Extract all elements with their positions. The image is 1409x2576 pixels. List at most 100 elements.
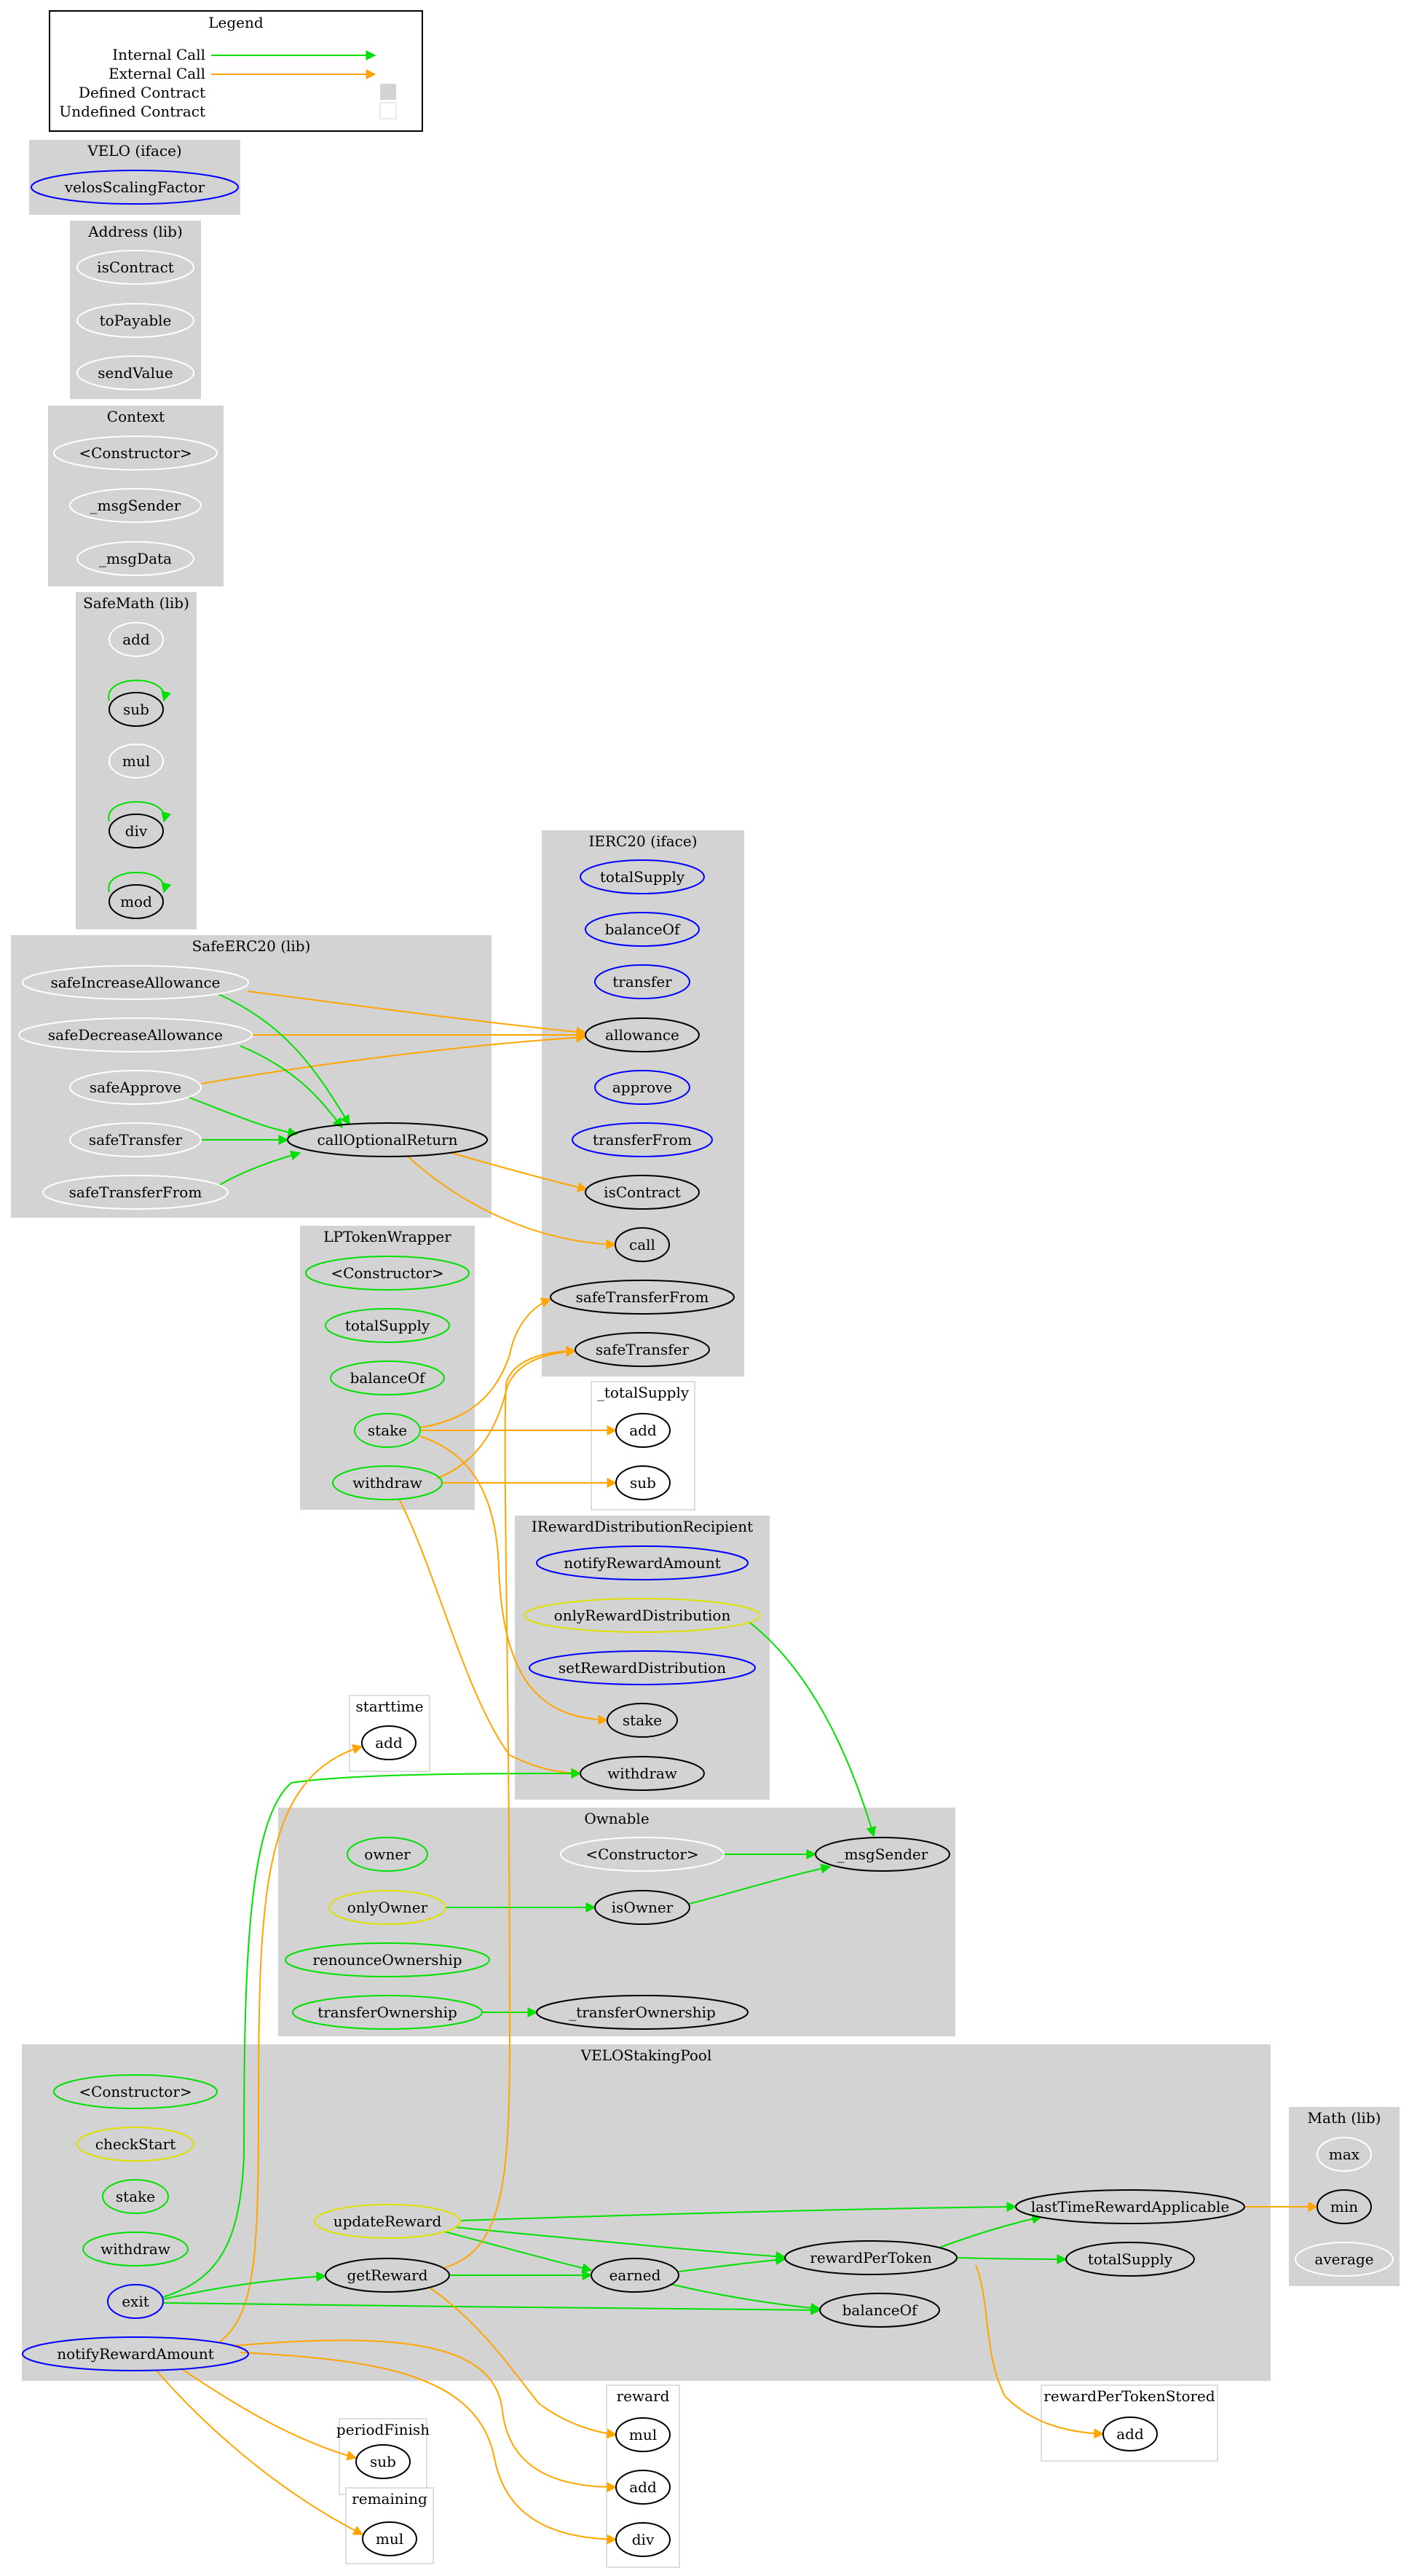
node-ctx_msgData: _msgData — [76, 541, 194, 576]
node-shape-ts_sub — [615, 1465, 671, 1500]
edge-se_stf-to-se_cor — [218, 1150, 301, 1186]
node-label-vp_exit: exit — [122, 2293, 149, 2310]
legend-label-undefined: Undefined Contract — [59, 103, 205, 120]
node-label-addr_sendValue: sendValue — [98, 364, 173, 382]
node-shape-vp_ctor — [53, 2074, 218, 2109]
node-label-lp_totalSupply: totalSupply — [345, 1317, 430, 1334]
node-label-lp_withdraw: withdraw — [352, 1474, 422, 1492]
node-rw_div: div — [615, 2522, 671, 2557]
cluster-label-irdr: IRewardDistributionRecipient — [532, 1518, 753, 1535]
node-vp_getReward: getReward — [325, 2258, 450, 2293]
node-shape-lp_stake — [354, 1413, 421, 1448]
cluster-label-totalsupply_v: _totalSupply — [597, 1384, 690, 1401]
node-shape-vp_balanceOf — [819, 2293, 940, 2328]
cluster-velostakingpool: VELOStakingPool — [22, 2044, 1271, 2381]
node-vp_totalSupply: totalSupply — [1065, 2242, 1195, 2277]
legend-undefined-swatch — [379, 102, 397, 119]
node-shape-sm_sub — [108, 692, 164, 727]
node-label-sm_sub: sub — [123, 701, 149, 718]
edge-se_sia-to-ierc_allowance — [247, 990, 587, 1037]
node-math_average: average — [1295, 2242, 1394, 2277]
node-label-ir_ord: onlyRewardDistribution — [554, 1607, 731, 1624]
edge-lp_withdraw-to-ir_withdraw — [398, 1498, 582, 1779]
cluster-totalsupply_v: _totalSupply — [591, 1381, 695, 1510]
node-label-velo_vsf: velosScalingFactor — [64, 178, 205, 196]
node-se_sa: safeApprove — [69, 1070, 202, 1105]
legend-label-external: External Call — [108, 65, 205, 82]
node-se_cor: callOptionalReturn — [287, 1122, 488, 1157]
node-ow_owner: owner — [347, 1837, 428, 1872]
node-lp_balanceOf: balanceOf — [330, 1360, 445, 1395]
node-shape-ow_renounce — [285, 1942, 490, 1977]
clusters: VELO (iface)Address (lib)ContextSafeMath… — [11, 140, 1400, 2568]
cluster-label-address: Address (lib) — [87, 223, 183, 240]
node-lp_totalSupply: totalSupply — [325, 1308, 450, 1343]
node-label-se_sia: safeIncreaseAllowance — [50, 974, 220, 991]
node-shape-ow_transferOwnership — [292, 1995, 483, 2030]
node-rem_mul: mul — [362, 2521, 417, 2556]
node-shape-addr_sendValue — [76, 355, 194, 390]
node-label-vp_checkStart: checkStart — [95, 2135, 176, 2153]
node-label-vp_ltra: lastTimeRewardApplicable — [1031, 2198, 1229, 2215]
node-label-se_st: safeTransfer — [89, 1131, 183, 1149]
node-label-ir_stake: stake — [623, 1712, 662, 1729]
node-vp_exit: exit — [107, 2284, 164, 2319]
node-shape-vp_earned — [591, 2258, 679, 2293]
edge-vp_rpt-to-vp_ltra — [939, 2213, 1043, 2248]
edge-vp_nra-to-pf_sub — [181, 2368, 358, 2461]
node-label-st_add: add — [375, 1734, 403, 1752]
node-label-vp_ctor: <Constructor> — [79, 2083, 192, 2100]
node-label-ierc_balanceOf: balanceOf — [605, 921, 681, 938]
node-label-sm_add: add — [122, 631, 150, 648]
edges — [108, 680, 1319, 2545]
cluster-velo: VELO (iface) — [29, 140, 240, 215]
node-ierc_allowance: allowance — [585, 1017, 700, 1052]
node-shape-sm_div — [108, 814, 164, 848]
node-label-ierc_safeTransferFrom: safeTransferFrom — [576, 1288, 709, 1306]
node-shape-lp_withdraw — [332, 1465, 443, 1500]
node-label-se_cor: callOptionalReturn — [317, 1131, 457, 1149]
node-ir_stake: stake — [607, 1703, 678, 1738]
edge-vp_earned-to-vp_rpt — [678, 2255, 786, 2272]
cluster-box-totalsupply_v — [591, 1381, 695, 1510]
node-label-ierc_allowance: allowance — [605, 1026, 679, 1044]
node-shape-lp_totalSupply — [325, 1308, 450, 1343]
node-shape-vp_getReward — [325, 2258, 450, 2293]
node-shape-ow_onlyOwner — [328, 1890, 446, 1925]
node-label-ierc_safeTransfer: safeTransfer — [596, 1341, 690, 1358]
node-se_stf: safeTransferFrom — [42, 1175, 229, 1210]
cluster-label-lptokenwrapper: LPTokenWrapper — [323, 1228, 451, 1245]
node-rw_add: add — [615, 2470, 671, 2505]
node-label-rpts_add: add — [1116, 2425, 1144, 2443]
node-rpts_add: add — [1102, 2417, 1158, 2451]
node-shape-sm_mod — [108, 884, 164, 919]
node-shape-ierc_transfer — [594, 964, 690, 999]
cluster-irdr: IRewardDistributionRecipient — [515, 1516, 770, 1800]
node-shape-vp_totalSupply — [1065, 2242, 1195, 2277]
node-shape-se_st — [69, 1122, 202, 1157]
node-shape-vp_updateReward — [314, 2204, 461, 2239]
node-shape-ir_ord — [524, 1598, 761, 1633]
node-shape-ierc_balanceOf — [585, 912, 700, 947]
node-addr_toPayable: toPayable — [76, 303, 194, 338]
node-shape-ir_srd — [529, 1650, 756, 1685]
cluster-remaining: remaining — [345, 2487, 434, 2564]
node-vp_rpt: rewardPerToken — [784, 2240, 958, 2275]
node-sm_add: add — [108, 622, 164, 657]
node-ierc_isContract: isContract — [585, 1175, 700, 1210]
node-shape-ow_isOwner — [594, 1890, 690, 1925]
node-ctx_ctor: <Constructor> — [53, 436, 218, 470]
cluster-lptokenwrapper: LPTokenWrapper — [300, 1226, 475, 1510]
node-shape-sm_mul — [108, 744, 164, 779]
node-label-rw_mul: mul — [629, 2426, 657, 2443]
node-shape-ierc_totalSupply — [580, 859, 705, 894]
node-label-ow_transferOwnershipInt: _transferOwnership — [569, 2004, 716, 2021]
node-shape-vp_withdraw — [82, 2232, 189, 2266]
legend-title: Legend — [208, 14, 264, 31]
legend-label-defined: Defined Contract — [79, 84, 205, 101]
node-label-ow_owner: owner — [364, 1846, 411, 1863]
node-ierc_safeTransfer: safeTransfer — [575, 1332, 710, 1367]
node-label-se_stf: safeTransferFrom — [69, 1183, 202, 1201]
node-ctx_msgSender: _msgSender — [69, 488, 202, 523]
cluster-label-velo: VELO (iface) — [87, 142, 181, 159]
